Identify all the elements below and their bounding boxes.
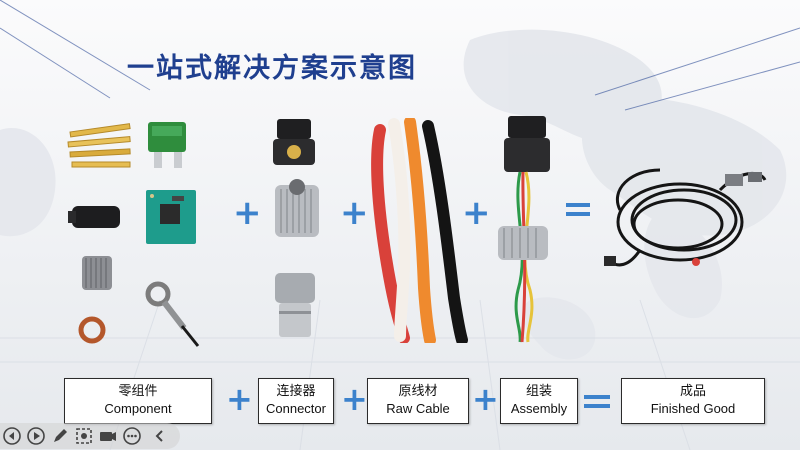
step-label-en: Component [104,401,172,416]
raw-cable-image [371,118,468,343]
step-label-cn: 原线材 [398,384,438,399]
step-label-en: Connector [266,401,326,416]
white-cable [388,118,411,342]
rubber-boot [68,206,120,228]
more-icon[interactable] [122,426,142,446]
pcb-module [146,190,196,244]
ring-terminal [145,281,200,347]
collapse-icon[interactable] [150,426,170,446]
plus-icon: + [233,193,262,233]
step-label-en: Finished Good [650,401,736,416]
plus-icon: + [226,380,253,418]
assembly-image [498,116,550,343]
step-label-assembly: 组装 Assembly [500,378,578,424]
step-label-cn: 组装 [525,384,552,399]
step-label-finished-good: 成品 Finished Good [621,378,765,424]
step-label-component: 零组件 Component [64,378,212,424]
assembly-nut [498,226,548,260]
finished-harness-image [604,168,767,267]
assembly-connector [504,116,550,172]
plus-icon: + [340,193,369,233]
step-label-en: Raw Cable [386,401,450,416]
gold-pins [67,123,131,168]
presentation-toolbar [0,423,180,449]
orange-cable [404,118,436,343]
knurled-nut [82,256,112,290]
pen-icon[interactable] [50,426,70,446]
connectors-image [273,119,319,337]
step-label-cn: 成品 [679,384,706,399]
components-image [67,122,200,347]
connector-metal-plug [275,273,315,337]
o-ring [78,316,106,344]
camera-icon[interactable] [98,426,118,446]
step-label-cn: 零组件 [118,384,158,399]
green-fuse [148,122,186,168]
previous-icon[interactable] [2,426,22,446]
step-label-cn: 连接器 [276,384,316,399]
step-label-connector: 连接器 Connector [258,378,334,424]
equals-icon [584,395,610,409]
screenshot-icon[interactable] [74,426,94,446]
plus-icon: + [341,380,368,418]
connector-silver-knurled [275,179,319,237]
equals-icon [566,203,590,217]
connector-black [273,119,315,165]
step-label-raw-cable: 原线材 Raw Cable [367,378,469,424]
play-icon[interactable] [26,426,46,446]
black-cable [422,120,468,343]
plus-icon: + [472,380,499,418]
plus-icon: + [462,193,491,233]
step-label-en: Assembly [510,401,568,416]
slide-title: 一站式解决方案示意图 [127,53,417,84]
